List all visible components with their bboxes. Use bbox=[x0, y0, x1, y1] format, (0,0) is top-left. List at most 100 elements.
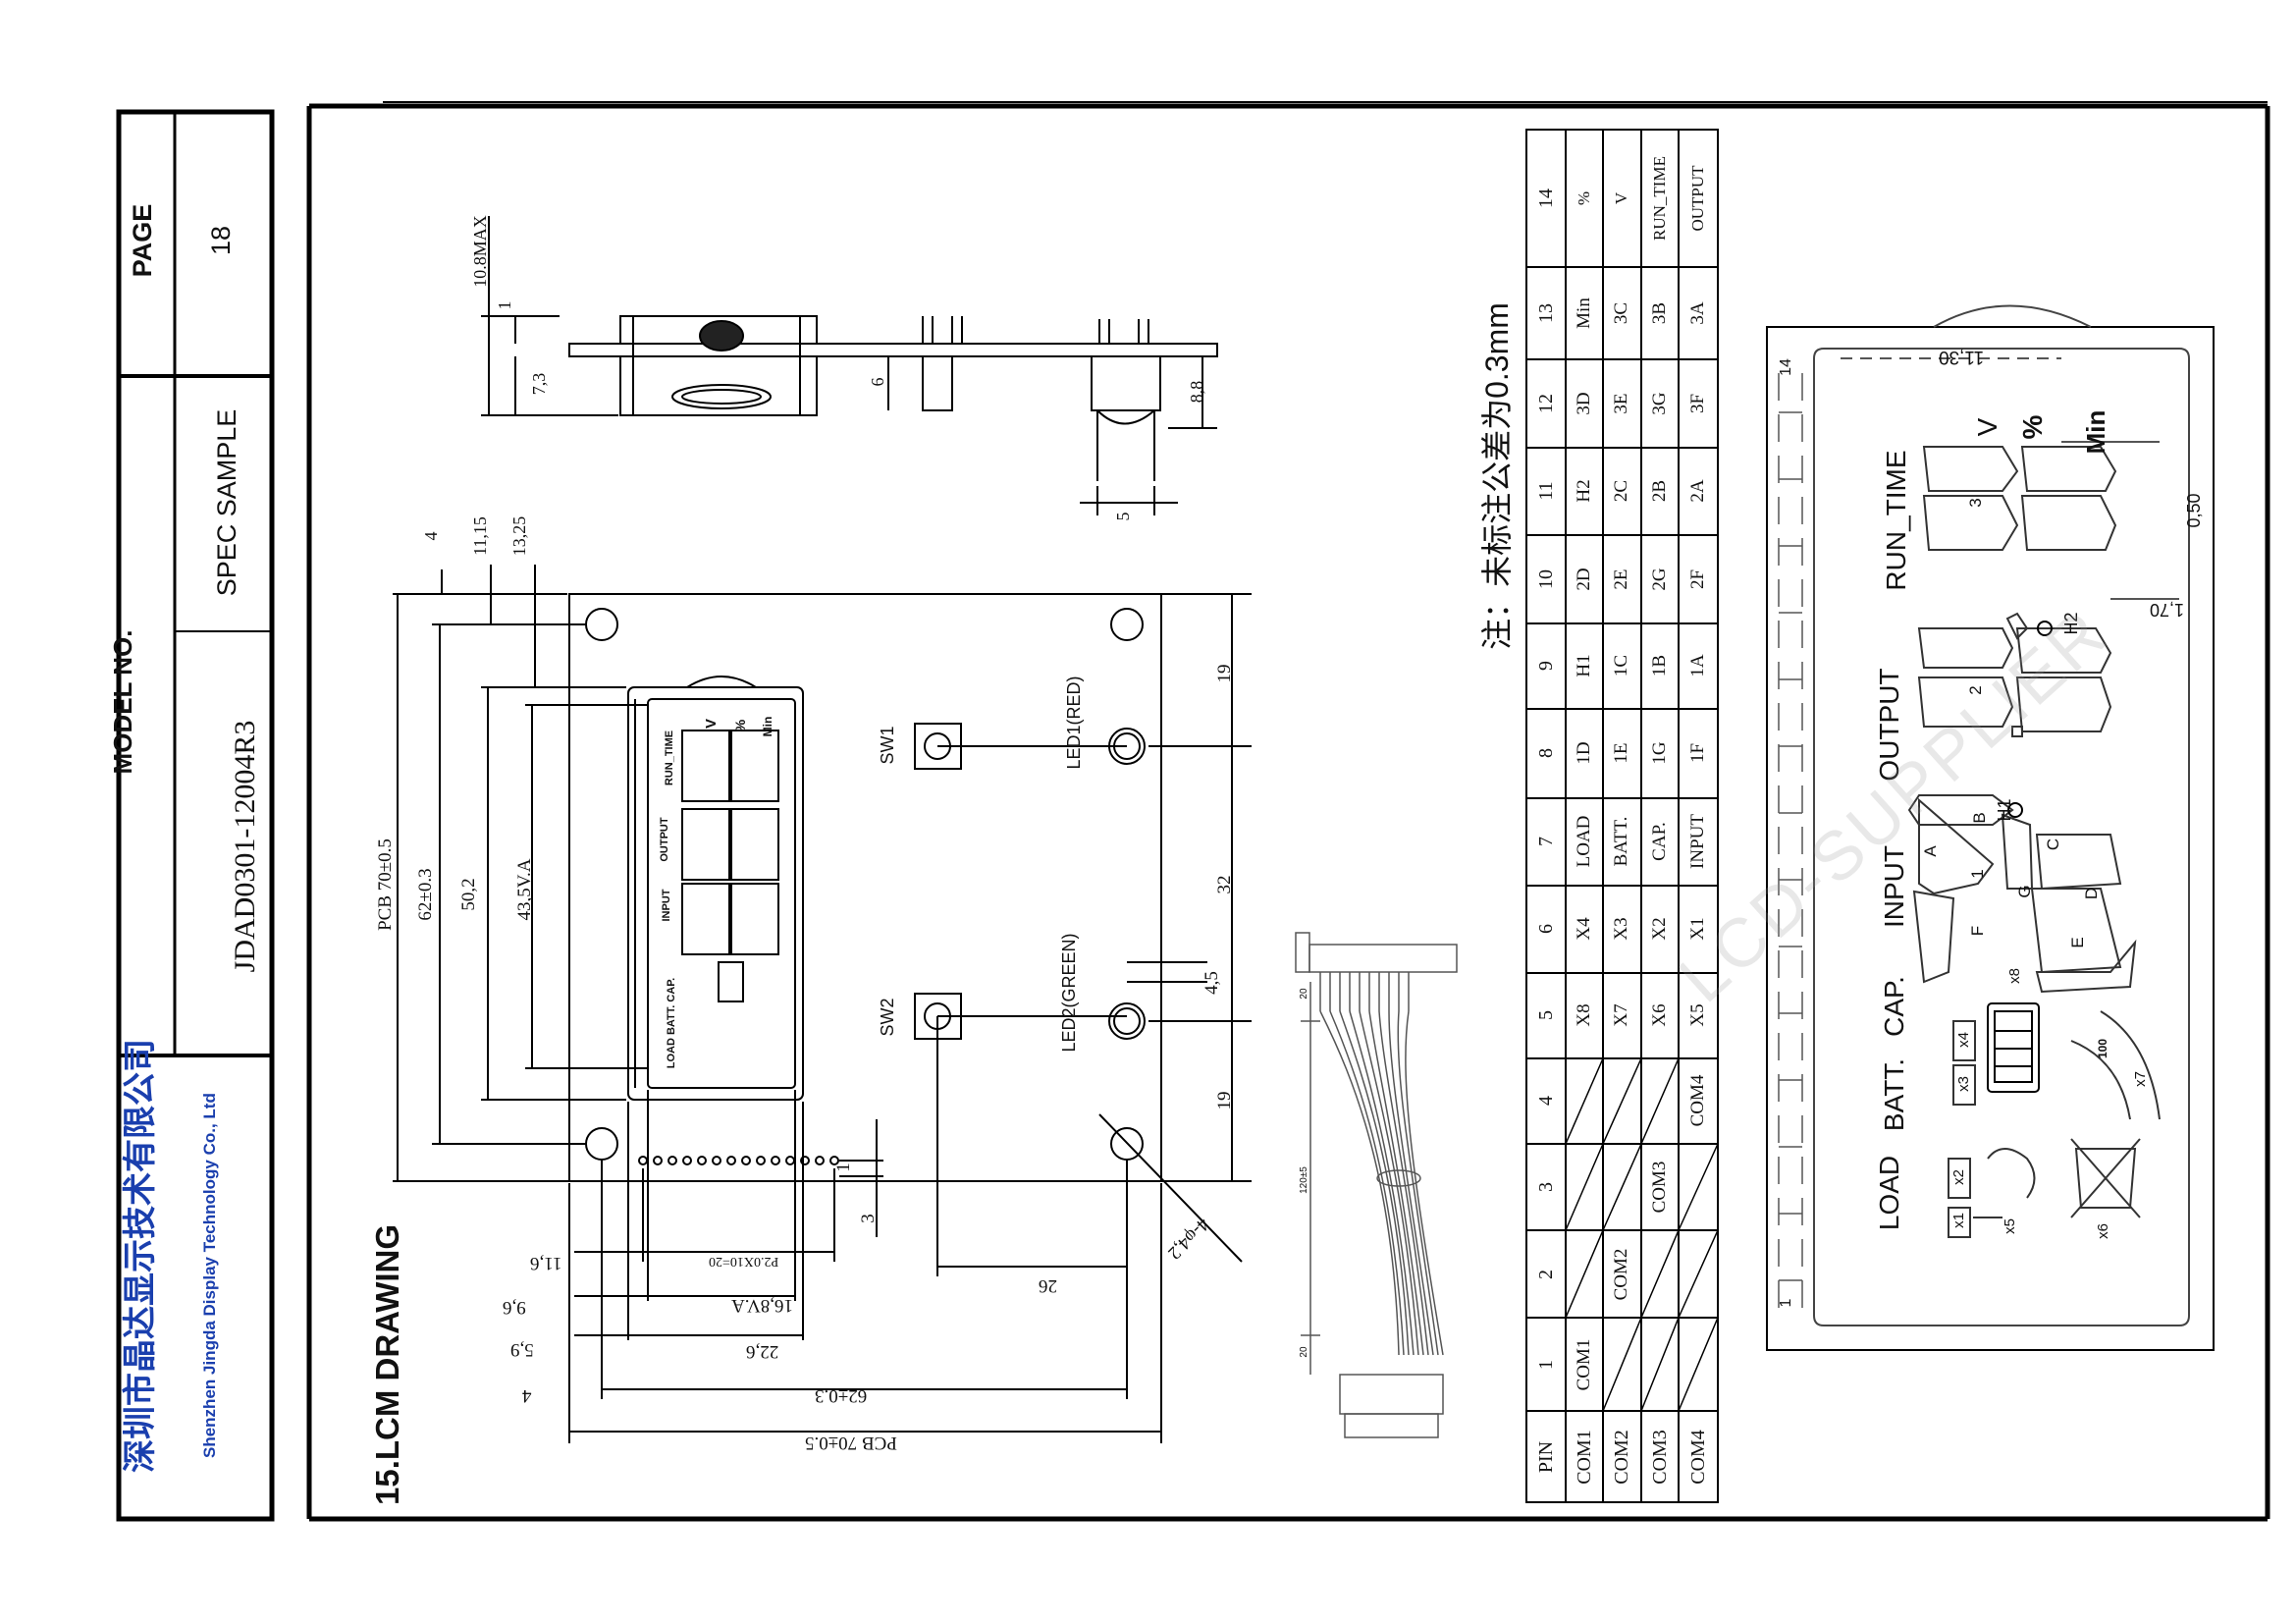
dim-62: 62±0.3 bbox=[415, 868, 436, 921]
pin-table-cell: 2E bbox=[1611, 568, 1631, 590]
dim-r32: 32 bbox=[1214, 875, 1235, 894]
sw1-label: SW1 bbox=[878, 726, 897, 765]
digit-3 bbox=[1922, 446, 2117, 551]
pin-table-cell: 1D bbox=[1574, 741, 1594, 765]
dim-b-26: 26 bbox=[1039, 1275, 1057, 1296]
pin-table-pin-number: 9 bbox=[1535, 661, 1557, 671]
seg-pin14-label: 14 bbox=[1778, 358, 1794, 376]
pin-table-pin-number: 1 bbox=[1535, 1360, 1557, 1370]
led2-label: LED2(GREEN) bbox=[1059, 933, 1079, 1053]
dim-r19a: 19 bbox=[1214, 664, 1235, 683]
pin-table-cell: X4 bbox=[1574, 917, 1594, 941]
spec-sample: SPEC SAMPLE bbox=[212, 408, 241, 597]
seg-a-label: A bbox=[1921, 845, 1940, 857]
model-label: MODEL NO. bbox=[108, 629, 137, 775]
company-name-en: Shenzhen Jingda Display Technology Co., … bbox=[200, 1093, 219, 1458]
pin-table-pin-number: 10 bbox=[1535, 569, 1557, 589]
pin-table-cell: COM4 bbox=[1687, 1074, 1708, 1127]
seg-x8-label: x8 bbox=[2006, 968, 2023, 984]
pin-table-cell: % bbox=[1575, 190, 1593, 206]
pin-table-pin-number: 4 bbox=[1535, 1096, 1557, 1106]
lcd-pct-label: % bbox=[732, 719, 748, 732]
cable-mid: 120±5 bbox=[1299, 1166, 1309, 1194]
pin-markers bbox=[1778, 373, 1803, 1321]
segment-drawing bbox=[1766, 304, 2215, 1351]
dim-top-1325: 13,25 bbox=[509, 515, 529, 557]
dim-b-va: 16,8V.A bbox=[731, 1295, 793, 1316]
dim-b-226: 22,6 bbox=[746, 1341, 779, 1362]
seg-g-label: G bbox=[2015, 885, 2034, 898]
seg-batt-label: BATT. bbox=[1879, 1057, 1909, 1132]
dim-top-1115: 11,15 bbox=[470, 516, 490, 556]
pin-table-cell: X3 bbox=[1611, 917, 1631, 941]
title-block-frame bbox=[116, 109, 275, 1522]
page-number: 18 bbox=[206, 225, 236, 256]
pin-table-cell: COM2 bbox=[1611, 1248, 1631, 1301]
dim-b-pcb: PCB 70±0.5 bbox=[805, 1433, 897, 1453]
pin-table-cell: 3A bbox=[1687, 301, 1708, 325]
pin-table-cell: 2C bbox=[1611, 479, 1631, 503]
dim-b-62: 62±0.3 bbox=[815, 1385, 868, 1406]
section-title: 15.LCM DRAWING bbox=[369, 1223, 405, 1505]
pin-table-cell: Min bbox=[1574, 298, 1594, 329]
seg-digit3-label: 3 bbox=[1966, 498, 1985, 508]
pin-table-cell: 2G bbox=[1649, 568, 1670, 591]
dim-side-1: 1 bbox=[495, 300, 514, 310]
model-value: JDAD0301-12004R3 bbox=[229, 720, 261, 973]
dim-b-4: 4 bbox=[522, 1385, 532, 1406]
pin-table-cell: X8 bbox=[1574, 1003, 1594, 1027]
seg-x3-label: x3 bbox=[1955, 1076, 1972, 1092]
dim-va-h: 43,5V.A bbox=[514, 858, 535, 921]
pin-table-cell: 3F bbox=[1687, 393, 1708, 414]
company-name-cn: 深圳市晶达显示技术有限公司 bbox=[122, 1039, 159, 1473]
dim-r19b: 19 bbox=[1214, 1091, 1235, 1110]
seg-x4-label: x4 bbox=[1955, 1032, 1972, 1048]
dim-side-5: 5 bbox=[1113, 512, 1133, 521]
pin-table-pin-number: 7 bbox=[1535, 837, 1557, 846]
pin-table-cell: OUTPUT bbox=[1688, 165, 1707, 232]
pin-table-cell: 2F bbox=[1687, 568, 1708, 590]
pin-table-cell: H1 bbox=[1574, 654, 1594, 677]
dim-502: 50,2 bbox=[458, 878, 479, 911]
seg-c-label: C bbox=[2044, 838, 2062, 851]
pin-table-pin-number: 14 bbox=[1535, 189, 1557, 208]
dim-b-1: 1 bbox=[833, 1163, 854, 1172]
pin-table-grid bbox=[1525, 129, 1719, 1503]
pin-table-cell: LOAD bbox=[1574, 815, 1594, 868]
dim-b-59: 5,9 bbox=[510, 1339, 534, 1360]
cable-bot-20: 20 bbox=[1299, 1346, 1309, 1358]
pin-table-pin-number: 8 bbox=[1535, 748, 1557, 758]
seg-f-label: F bbox=[1968, 925, 1987, 937]
pin-holes bbox=[638, 1156, 839, 1165]
seg-min-label: Min bbox=[2081, 409, 2110, 455]
seg-x1-label: x1 bbox=[1950, 1213, 1967, 1228]
pin-table-cell: 3E bbox=[1611, 393, 1631, 414]
dim-pcb-height: PCB 70±0.5 bbox=[375, 839, 396, 931]
pin-table-pin-number: 3 bbox=[1535, 1182, 1557, 1192]
led1-label: LED1(RED) bbox=[1064, 676, 1084, 770]
pin-table-cell: 3C bbox=[1611, 301, 1631, 325]
seg-x2-label: x2 bbox=[1950, 1169, 1967, 1185]
pin-table-cell: CAP. bbox=[1649, 822, 1670, 861]
pin-table-cell: COM3 bbox=[1649, 1161, 1670, 1214]
side-view bbox=[481, 216, 1218, 515]
pin-table-header: PIN bbox=[1535, 1440, 1557, 1474]
seg-x7-label: x7 bbox=[2132, 1071, 2149, 1087]
seg-b-label: B bbox=[1970, 812, 1989, 824]
tolerance-note: 注：未标注公差为0.3mm bbox=[1479, 302, 1515, 650]
pin-table-cell: 3D bbox=[1574, 392, 1594, 415]
pin-table-cell: 3B bbox=[1649, 301, 1670, 325]
pin-table-pin-number: 2 bbox=[1535, 1270, 1557, 1279]
pin-table-pin-number: 12 bbox=[1535, 394, 1557, 413]
pin-table-cell: 1E bbox=[1611, 742, 1631, 764]
lcd-run-label: RUN_TIME bbox=[664, 730, 675, 786]
seg-x5-label: x5 bbox=[2002, 1218, 2018, 1234]
seg-v-label: V bbox=[1972, 417, 2002, 437]
lcd-output-label: OUTPUT bbox=[659, 817, 670, 862]
seg-h1-label: H1 bbox=[1995, 798, 2014, 822]
page-label: PAGE bbox=[128, 203, 157, 278]
pin-table-pin-number: 11 bbox=[1535, 481, 1557, 501]
lcd-min-label: Min bbox=[761, 716, 774, 737]
seg-pct-label: % bbox=[2017, 414, 2048, 440]
